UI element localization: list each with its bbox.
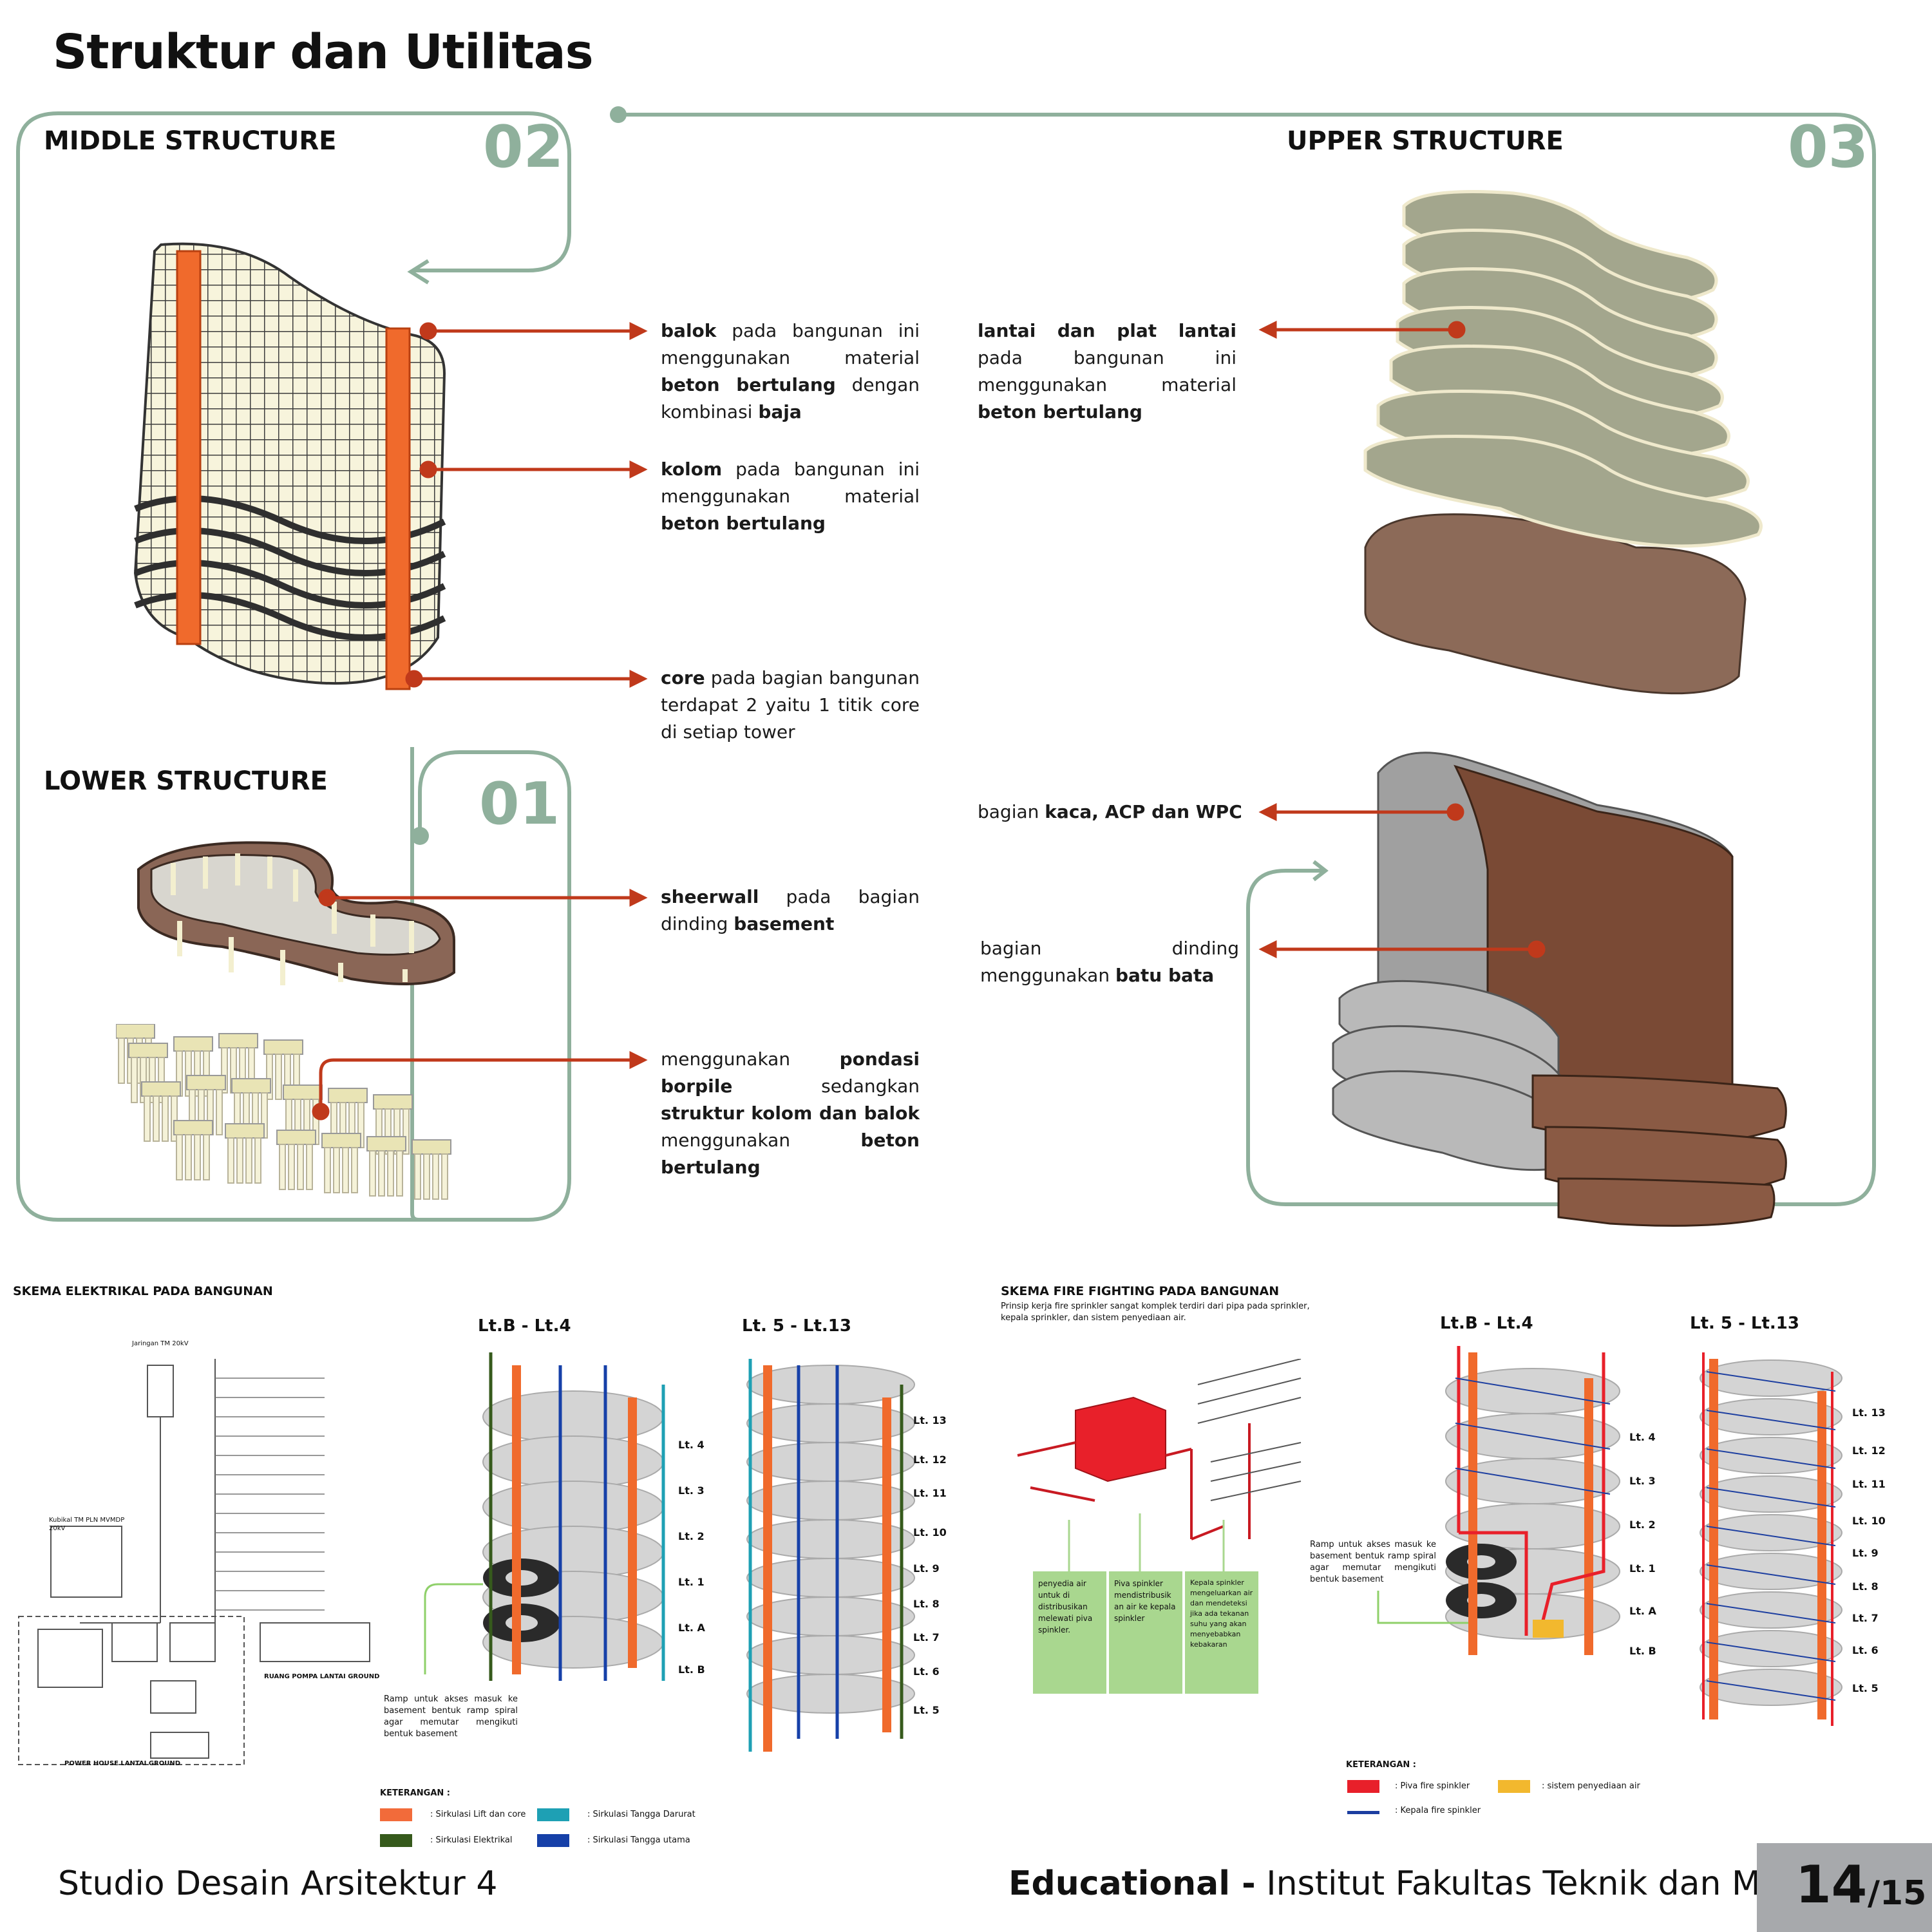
- elec-right-level-4: Lt. 9: [913, 1562, 940, 1575]
- elec-right-level-7: Lt. 6: [913, 1665, 940, 1678]
- footer-studio: Studio Desain Arsitektur 4: [58, 1864, 498, 1903]
- fire-info-box-2: Kepala spinkler mengeluarkan air dan men…: [1185, 1571, 1258, 1694]
- elec-left-level-2: Lt. 2: [678, 1530, 705, 1542]
- fire-left-heading: Lt.B - Lt.4: [1440, 1314, 1533, 1333]
- jaringan-label: Jaringan TM 20kV: [132, 1340, 189, 1347]
- fire-legend-swatch-1: [1498, 1780, 1530, 1793]
- elec-right-level-1: Lt. 12: [913, 1454, 947, 1466]
- fire-right-level-0: Lt. 13: [1852, 1406, 1886, 1419]
- fire-right-heading: Lt. 5 - Lt.13: [1690, 1314, 1799, 1333]
- electrical-lower-floors-diagram: [482, 1352, 665, 1681]
- fire-info-box-0: penyedia air untuk di distribusikan mele…: [1033, 1571, 1106, 1694]
- elec-legend-label-0: : Sirkulasi Lift dan core: [430, 1810, 526, 1819]
- fire-left-level-0: Lt. 4: [1629, 1431, 1656, 1443]
- elec-legend-label-1: : Sirkulasi Tangga Darurat: [587, 1810, 696, 1819]
- core-description: core pada bagian bangunan terdapat 2 yai…: [661, 667, 920, 743]
- electrical-left-heading: Lt.B - Lt.4: [478, 1316, 571, 1336]
- elec-legend-swatch-0: [380, 1808, 412, 1821]
- elec-left-level-3: Lt. 1: [678, 1576, 705, 1588]
- elec-left-level-0: Lt. 4: [678, 1439, 705, 1451]
- basement-sheerwall-model: [137, 841, 455, 985]
- fire-right-level-7: Lt. 6: [1852, 1644, 1879, 1656]
- floor-slab-model: [1363, 190, 1763, 695]
- upper-structure-number: 03: [1788, 113, 1869, 181]
- fire-right-level-1: Lt. 12: [1852, 1444, 1886, 1457]
- electrical-upper-floors-diagram: [746, 1359, 915, 1752]
- electrical-heading: SKEMA ELEKTRIKAL PADA BANGUNAN: [13, 1284, 273, 1298]
- upper-structure-heading: UPPER STRUCTURE: [1287, 126, 1564, 156]
- fire-ramp-note: Ramp untuk akses masuk ke basement bentu…: [1310, 1540, 1436, 1584]
- fire-right-level-8: Lt. 5: [1852, 1682, 1879, 1694]
- fire-lower-floors-diagram: [1445, 1346, 1620, 1655]
- elec-right-level-2: Lt. 11: [913, 1487, 947, 1499]
- kolom-description: kolom pada bangunan ini menggunakan mate…: [661, 459, 920, 534]
- fire-legend-label-0: : Piva fire spinkler: [1395, 1781, 1470, 1791]
- fire-ramp-pointer: [1377, 1591, 1468, 1624]
- pondasi-description: menggunakan pondasi borpile sedangkan st…: [661, 1048, 920, 1178]
- ruang-pompa-label: RUANG POMPA LANTAI GROUND: [264, 1673, 380, 1680]
- footer-institution-rest: Institut Fakultas Teknik dan MIPA: [1255, 1864, 1812, 1903]
- fire-subtitle: Prinsip kerja fire sprinkler sangat komp…: [1001, 1302, 1310, 1323]
- kaca-description: bagian kaca, ACP dan WPC: [978, 801, 1242, 822]
- elec-right-level-3: Lt. 10: [913, 1526, 947, 1539]
- fire-right-level-2: Lt. 11: [1852, 1478, 1886, 1490]
- lower-structure-heading: LOWER STRUCTURE: [44, 766, 328, 796]
- fire-legend-label-1: : sistem penyediaan air: [1542, 1781, 1640, 1791]
- elec-right-level-6: Lt. 7: [913, 1631, 940, 1643]
- pile-foundation-model: [116, 1024, 451, 1200]
- elec-legend-swatch-1: [537, 1808, 569, 1821]
- power-house-label: POWER HOUSE LANTAI GROUND: [64, 1760, 181, 1767]
- elec-legend-label-3: : Sirkulasi Tangga utama: [587, 1835, 690, 1845]
- lower-structure-number: 01: [479, 770, 560, 838]
- lantai-description: lantai dan plat lantai pada bangunan ini…: [978, 320, 1236, 422]
- kubikal-label: Kubikal TM PLN MVMDP 20kV: [49, 1517, 125, 1532]
- middle-structure-heading: MIDDLE STRUCTURE: [44, 126, 337, 156]
- elec-legend-title: KETERANGAN :: [380, 1788, 450, 1798]
- fire-left-level-5: Lt. B: [1629, 1645, 1656, 1657]
- fire-legend-swatch-2: [1347, 1811, 1379, 1814]
- elec-ramp-note: Ramp untuk akses masuk ke basement bentu…: [384, 1694, 518, 1739]
- page-number-box: 14 /15: [1757, 1843, 1932, 1932]
- elec-legend-swatch-3: [537, 1834, 569, 1847]
- fire-left-level-4: Lt. A: [1629, 1605, 1656, 1617]
- fire-right-level-5: Lt. 8: [1852, 1580, 1879, 1593]
- bata-description: bagian dinding menggunakan batu bata: [980, 938, 1239, 986]
- elec-legend-label-2: : Sirkulasi Elektrikal: [430, 1835, 513, 1845]
- fire-right-level-6: Lt. 7: [1852, 1612, 1879, 1624]
- facade-model: [1332, 752, 1787, 1227]
- page-total: /15: [1868, 1874, 1927, 1913]
- fire-right-level-4: Lt. 9: [1852, 1547, 1879, 1559]
- elec-right-level-8: Lt. 5: [913, 1704, 940, 1716]
- fire-left-level-2: Lt. 2: [1629, 1519, 1656, 1531]
- elec-ramp-pointer: [424, 1583, 483, 1674]
- fire-info-box-1: Piva spinkler mendistribusik an air ke k…: [1109, 1571, 1182, 1694]
- sheerwall-description: sheerwall pada bagian dinding basement: [661, 886, 920, 934]
- electrical-right-heading: Lt. 5 - Lt.13: [742, 1316, 851, 1336]
- elec-left-level-4: Lt. A: [678, 1622, 705, 1634]
- fire-left-level-3: Lt. 1: [1629, 1562, 1656, 1575]
- fire-right-level-3: Lt. 10: [1852, 1515, 1886, 1527]
- page-current: 14: [1795, 1855, 1868, 1915]
- footer-institution-bold: Educational -: [1009, 1864, 1256, 1903]
- fire-legend-swatch-0: [1347, 1780, 1379, 1793]
- middle-structure-frame-model: [133, 242, 446, 690]
- fire-sprinkler-system-diagram: [1017, 1359, 1302, 1571]
- elec-right-level-0: Lt. 13: [913, 1414, 947, 1426]
- fire-legend-title: KETERANGAN :: [1346, 1760, 1416, 1770]
- elec-left-level-1: Lt. 3: [678, 1484, 705, 1497]
- fire-heading: SKEMA FIRE FIGHTING PADA BANGUNAN: [1001, 1284, 1280, 1298]
- footer-institution: Educational - Institut Fakultas Teknik d…: [1009, 1864, 1812, 1903]
- electrical-single-line-diagram: [18, 1359, 370, 1765]
- fire-upper-floors-diagram: [1700, 1352, 1842, 1726]
- middle-structure-number: 02: [483, 113, 564, 181]
- elec-legend-swatch-2: [380, 1834, 412, 1847]
- page-title: Struktur dan Utilitas: [53, 24, 594, 80]
- balok-description: balok pada bangunan ini menggunakan mate…: [661, 320, 920, 422]
- fire-legend-label-2: : Kepala fire spinkler: [1395, 1806, 1481, 1815]
- elec-left-level-5: Lt. B: [678, 1663, 705, 1676]
- section-frames: [16, 106, 1876, 1222]
- fire-left-level-1: Lt. 3: [1629, 1475, 1656, 1487]
- callout-arrows: [312, 320, 1546, 1121]
- elec-right-level-5: Lt. 8: [913, 1598, 940, 1610]
